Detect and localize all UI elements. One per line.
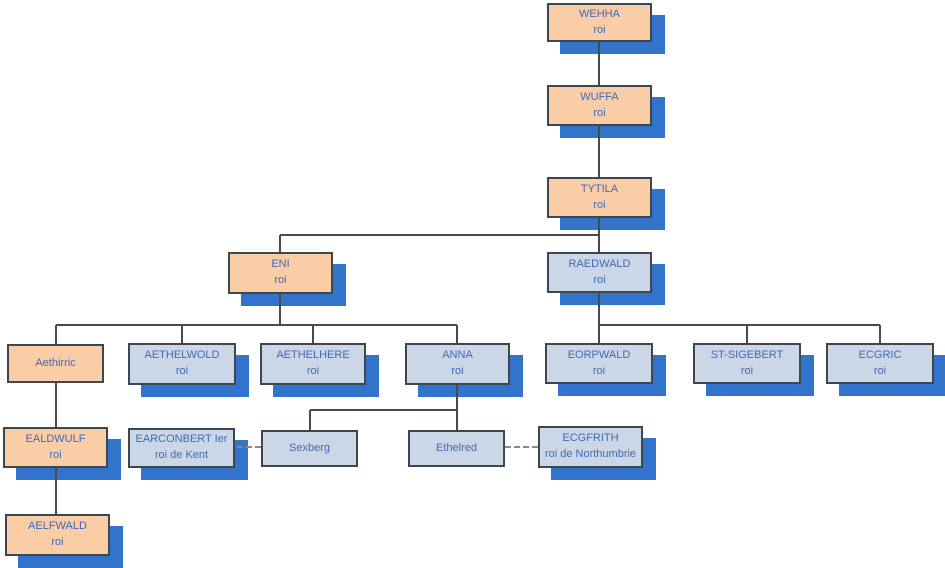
node-ethelred: Ethelred [408,430,505,467]
person-name: Sexberg [289,441,330,454]
person-name: EALDWULF [25,432,86,445]
connector-drop-st-sigebert [746,325,748,343]
node-anna: ANNA roi [405,343,510,385]
node-tytila: TYTILA roi [547,177,652,218]
connector-anna-down [456,385,458,430]
connector-wuffa-tytila [598,126,600,177]
node-wuffa: WUFFA roi [547,85,652,126]
connector-eni-down [279,294,281,325]
person-title: roi [592,364,606,377]
person-title: roi de Kent [154,449,209,461]
node-aelfwald: AELFWALD roi [5,514,110,556]
person-name: ECGFRITH [562,432,619,445]
person-title: roi [593,198,606,211]
node-aethirric: Aethirric [7,344,104,383]
connector-branch-to-eni [279,235,281,252]
person-title: roi [451,365,464,377]
person-title: roi de Northumbrie [544,448,637,460]
connector-drop-aethelwold [181,325,183,343]
node-ecgric: ECGRIC roi [826,343,934,384]
person-title: roi [593,106,606,119]
node-earconbert: EARCONBERT Ier roi de Kent [128,428,235,468]
connector-drop-sexberg [309,410,311,430]
person-name: EARCONBERT Ier [135,433,228,446]
connector-ethelred-ecgfrith-marriage [505,446,538,448]
person-name: AELFWALD [28,520,87,533]
node-aethelwold: AETHELWOLD roi [128,343,236,385]
person-name: ENI [271,258,290,271]
person-name: AETHELHERE [276,349,350,362]
connector-eni-children-h [56,324,457,326]
connector-drop-aethelhere [312,325,314,343]
person-title: roi [51,536,64,548]
connector-raedwald-down [598,293,600,343]
person-title: roi [49,448,62,461]
connector-aethirric-ealdwulf [55,383,57,427]
person-title: roi [274,274,287,286]
connector-raedwald-children-h [599,324,880,326]
node-eorpwald: EORPWALD roi [545,343,653,384]
person-title: roi [873,364,887,377]
person-title: roi [593,23,606,36]
connector-ealdwulf-aelfwald [55,468,57,514]
node-ecgfrith: ECGFRITH roi de Northumbrie [538,426,643,468]
connector-tytila-branch-h [280,234,600,236]
person-name: ANNA [442,349,473,362]
person-title: roi [306,365,320,377]
person-name: TYTILA [580,182,619,195]
connector-anna-children-h [310,409,457,411]
node-st-sigebert: ST-SIGEBERT roi [693,343,801,384]
connector-drop-ecgric [879,325,881,343]
person-name: Aethirric [35,356,76,369]
person-name: ST-SIGEBERT [710,348,784,361]
node-sexberg: Sexberg [261,430,358,467]
node-raedwald: RAEDWALD roi [547,252,652,293]
person-name: Ethelred [436,441,477,454]
connector-drop-anna [456,325,458,343]
node-eni: ENI roi [228,252,333,294]
person-name: AETHELWOLD [144,349,220,362]
node-aethelhere: AETHELHERE roi [260,343,366,385]
node-ealdwulf: EALDWULF roi [3,427,108,468]
connector-earconbert-sexberg-marriage [237,446,261,448]
person-name: WEHHA [579,7,620,20]
person-name: ECGRIC [858,348,902,361]
node-wehha: WEHHA roi [547,3,652,42]
person-name: RAEDWALD [568,257,631,270]
person-name: EORPWALD [567,348,631,361]
connector-wehha-wuffa [598,42,600,85]
person-name: WUFFA [580,90,619,103]
connector-drop-aethirric [55,325,57,344]
person-title: roi [740,364,754,377]
person-title: roi [175,365,189,377]
person-title: roi [593,273,606,286]
